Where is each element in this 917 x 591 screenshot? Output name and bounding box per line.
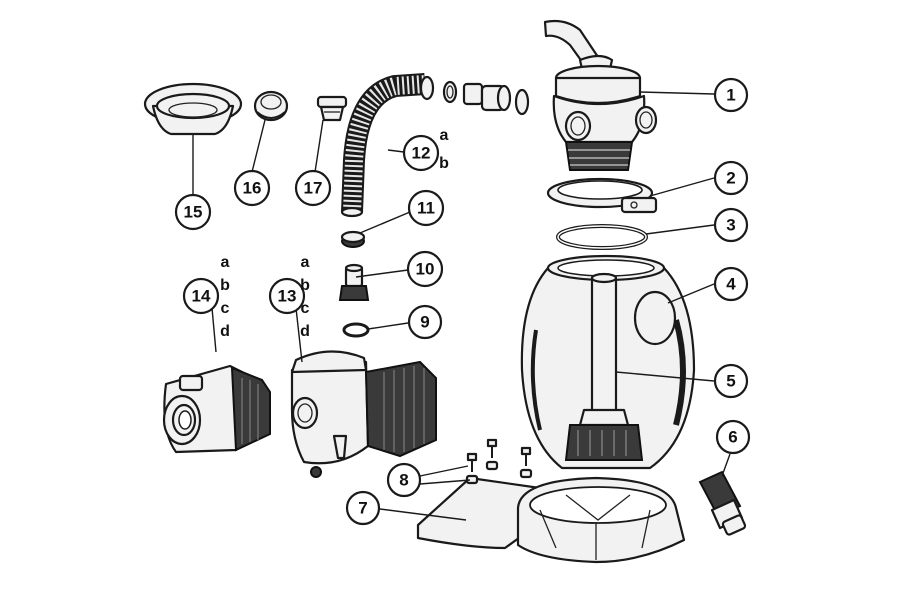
part-8-bolts: [465, 438, 533, 485]
callout-7-label: 7: [358, 499, 367, 518]
hose-fittings: [442, 80, 530, 116]
variant-14-d: d: [220, 323, 230, 340]
callout-1: 1: [713, 77, 749, 113]
callout-8: 8: [386, 462, 422, 498]
valve-thread-lines: [568, 149, 630, 166]
variants-part-12: a b: [439, 127, 449, 172]
callout-17: 17: [294, 169, 332, 207]
callout-3-label: 3: [726, 216, 735, 235]
callout-11: 11: [407, 189, 445, 227]
part-5-standpipe: [564, 272, 644, 461]
callout-12-label: 12: [412, 144, 431, 163]
part-13-pump: [290, 350, 437, 478]
variant-14-c: c: [221, 300, 230, 317]
part-9-small-o-ring: [342, 322, 370, 338]
callout-6: 6: [715, 419, 751, 455]
callout-4: 4: [713, 266, 749, 302]
part-17-plug: [316, 95, 348, 122]
variant-14-b: b: [220, 277, 230, 294]
callout-2-label: 2: [726, 169, 735, 188]
callout-14-label: 14: [192, 287, 211, 306]
callout-6-label: 6: [728, 428, 737, 447]
variant-13-d: d: [300, 323, 310, 340]
callout-9: 9: [407, 304, 443, 340]
callout-1-label: 1: [726, 86, 735, 105]
variant-12-a: a: [440, 127, 449, 144]
callout-13: 13: [268, 277, 306, 315]
callout-10-label: 10: [416, 260, 435, 279]
callout-15-label: 15: [184, 203, 203, 222]
part-10-hose-adapter: [338, 263, 370, 301]
part-3-o-ring: [556, 224, 648, 250]
callout-15: 15: [174, 193, 212, 231]
callout-13-label: 13: [278, 287, 297, 306]
callout-4-label: 4: [726, 275, 736, 294]
variants-part-13: a b c d: [300, 254, 310, 340]
variant-13-a: a: [301, 254, 310, 271]
valve-ports: [564, 105, 658, 142]
callout-5: 5: [713, 363, 749, 399]
motor-fins-14: [241, 378, 259, 444]
part-15-strainer-ring: [143, 82, 243, 136]
callout-10: 10: [406, 250, 444, 288]
part-6-drain-valve: [698, 470, 747, 536]
callout-3: 3: [713, 207, 749, 243]
variant-14-a: a: [221, 254, 230, 271]
callout-9-label: 9: [420, 313, 429, 332]
callout-14: 14: [182, 277, 220, 315]
variant-13-b: b: [300, 277, 310, 294]
part-1-multiport-valve: [543, 19, 658, 171]
variant-13-c: c: [301, 300, 310, 317]
part-12-hose: [340, 73, 435, 218]
callout-16-label: 16: [243, 179, 262, 198]
motor-fins: [383, 366, 425, 452]
callout-11-label: 11: [417, 199, 435, 218]
standpipe-slots: [577, 430, 627, 456]
part-16-cap: [253, 90, 289, 122]
variants-part-14: a b c d: [220, 254, 230, 340]
part-2-clamp: [546, 177, 658, 214]
callout-7: 7: [345, 490, 381, 526]
part-11-collar-nut: [340, 230, 366, 248]
part-7-base: [416, 476, 686, 564]
callout-5-label: 5: [726, 372, 735, 391]
part-14-pump: [162, 364, 271, 454]
callout-12: 12: [402, 134, 440, 172]
callout-2: 2: [713, 160, 749, 196]
callout-8-label: 8: [399, 471, 408, 490]
variant-12-b: b: [439, 155, 449, 172]
callout-17-label: 17: [304, 179, 323, 198]
leader-lines: [192, 91, 731, 521]
callout-16: 16: [233, 169, 271, 207]
